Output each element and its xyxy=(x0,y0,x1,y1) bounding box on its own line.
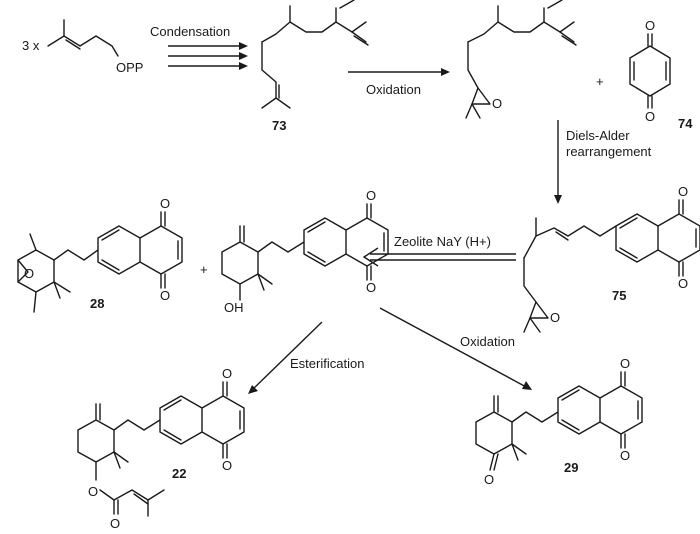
middle-oxygen-top: O xyxy=(366,188,376,203)
condensation-label: Condensation xyxy=(150,24,230,39)
c28-oxygen-top: O xyxy=(160,196,170,211)
plus-sign-middle: + xyxy=(200,262,208,277)
c22-oxygen-bottom: O xyxy=(222,458,232,473)
middle-product-structure xyxy=(221,225,305,301)
compound-28-structure xyxy=(17,233,99,313)
oxidation-label-right: Oxidation xyxy=(460,334,515,349)
c29-oxygen-bottom: O xyxy=(620,448,630,463)
middle-oxygen-bottom: O xyxy=(366,280,376,295)
epoxide-oxygen-75: O xyxy=(550,310,560,325)
c22-ester-oxygen: O xyxy=(88,484,98,499)
opp-label: OPP xyxy=(116,60,143,75)
c28-oxygen-bridge: O xyxy=(24,266,34,281)
compound-22-naphthoquinone xyxy=(159,381,245,459)
compound-29-structure xyxy=(475,395,559,471)
c22-oxygen-top: O xyxy=(222,366,232,381)
plus-sign-top: + xyxy=(596,74,604,89)
c74-oxygen-bottom: O xyxy=(645,109,655,124)
compound-29-naphthoquinone xyxy=(557,371,643,449)
c75-oxygen-bottom: O xyxy=(678,276,688,291)
compound-22-label: 22 xyxy=(172,466,186,481)
esterification-label: Esterification xyxy=(290,356,364,371)
compound-28-label: 28 xyxy=(90,296,104,311)
c74-oxygen-top: O xyxy=(645,18,655,33)
compound-29-label: 29 xyxy=(564,460,578,475)
c22-carbonyl-oxygen: O xyxy=(110,516,120,531)
c75-oxygen-top: O xyxy=(678,184,688,199)
middle-naphthoquinone xyxy=(303,203,389,281)
c29-oxygen-top: O xyxy=(620,356,630,371)
compound-22-structure xyxy=(77,403,165,517)
oxidation-label-top: Oxidation xyxy=(366,82,421,97)
compound-75-naphthoquinone xyxy=(615,199,700,277)
zeolite-arrow xyxy=(362,247,516,267)
compound-74-structure xyxy=(629,33,671,109)
zeolite-label: Zeolite NaY (H+) xyxy=(394,234,491,249)
compound-73-structure xyxy=(261,0,369,109)
epoxy-triene-structure xyxy=(465,0,577,119)
multiplier-text: 3 x xyxy=(22,38,40,53)
diels-alder-label-1: Diels-Alder xyxy=(566,128,630,143)
c29-ketone-oxygen: O xyxy=(484,472,494,487)
compound-75-structure xyxy=(523,217,617,333)
compound-74-label: 74 xyxy=(678,116,693,131)
prenyl-opp xyxy=(47,19,119,57)
epoxide-oxygen-1: O xyxy=(492,96,502,111)
diels-alder-label-2: rearrangement xyxy=(566,144,652,159)
c28-oxygen-bottom: O xyxy=(160,288,170,303)
hydroxyl-label: OH xyxy=(224,300,244,315)
esterification-arrow xyxy=(251,321,323,391)
condensation-arrows xyxy=(168,42,248,70)
compound-28-naphthoquinone xyxy=(97,211,183,289)
compound-73-label: 73 xyxy=(272,118,286,133)
compound-75-label: 75 xyxy=(612,288,626,303)
oxidation-arrow-right xyxy=(379,307,529,389)
